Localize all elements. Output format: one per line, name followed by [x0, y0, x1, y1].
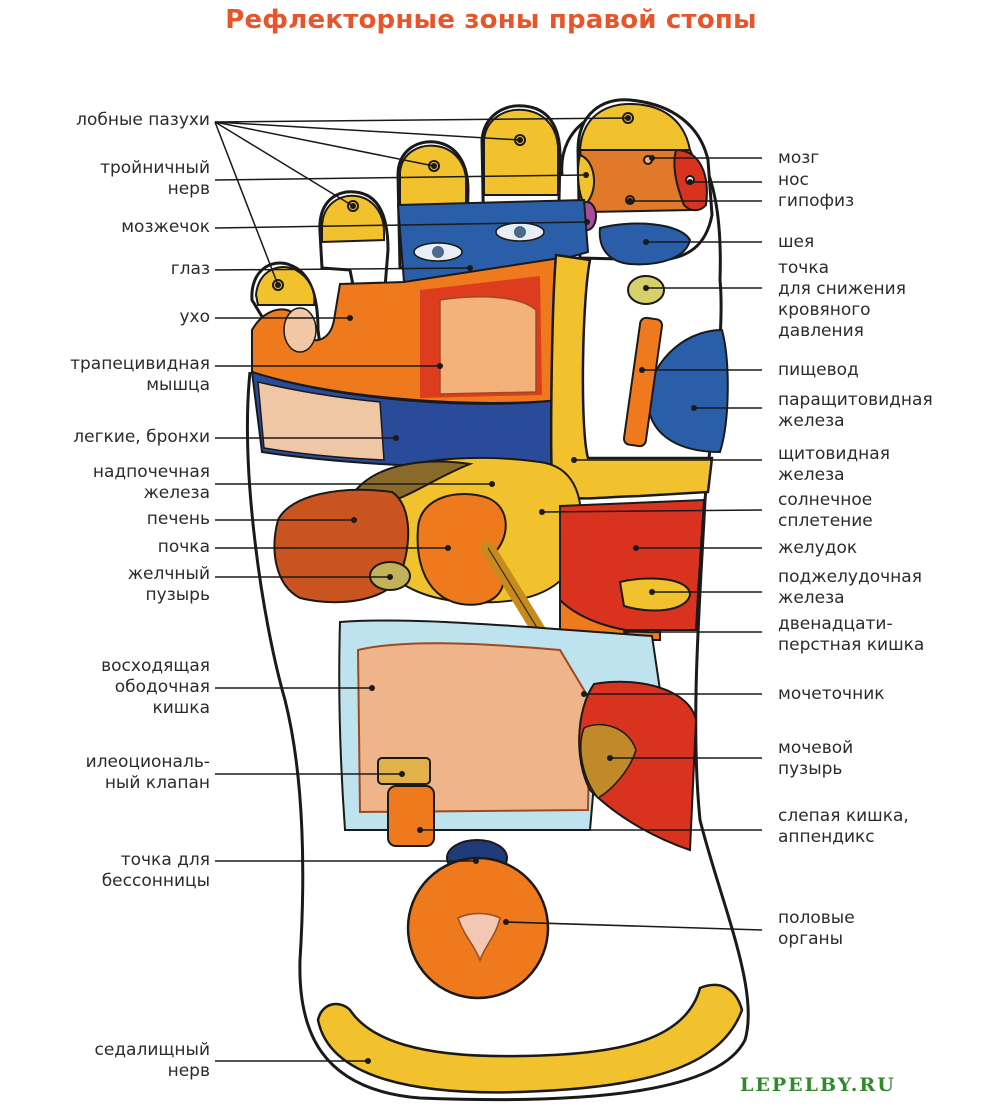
- label-trigeminal-nerve: тройничный нерв: [100, 158, 210, 200]
- label-kidney: почка: [158, 537, 210, 558]
- ileocecal-valve-zone: [378, 758, 430, 784]
- label-bladder: мочевой пузырь: [778, 738, 853, 780]
- site-watermark: LEPELBY.RU: [740, 1074, 896, 1096]
- label-thyroid: щитовидная железа: [778, 444, 890, 486]
- label-solar-plexus: солнечное сплетение: [778, 490, 873, 532]
- label-ureter: мочеточник: [778, 684, 885, 705]
- label-esophagus: пищевод: [778, 360, 859, 381]
- label-neck: шея: [778, 232, 814, 253]
- label-ascending-colon: восходящая ободочная кишка: [101, 656, 210, 719]
- label-genitals: половые органы: [778, 908, 855, 950]
- stomach-zone: [560, 500, 704, 630]
- label-adrenal: надпочечная железа: [93, 462, 210, 504]
- label-cerebellum: мозжечок: [121, 217, 210, 238]
- label-brain: мозг: [778, 148, 819, 169]
- label-frontal-sinuses: лобные пазухи: [76, 110, 210, 131]
- ear-icon: [284, 308, 316, 352]
- label-ear: ухо: [179, 307, 210, 328]
- pancreas-zone: [620, 578, 690, 610]
- label-eye: глаз: [171, 259, 210, 280]
- eye-pupil: [514, 226, 526, 238]
- label-insomnia-point: точка для бессонницы: [102, 850, 210, 892]
- eye-pupil: [432, 246, 444, 258]
- label-pituitary: гипофиз: [778, 191, 854, 212]
- label-appendix: слепая кишка, аппендикс: [778, 806, 909, 848]
- label-blood-pressure-point: точка для снижения кровяного давления: [778, 258, 906, 342]
- label-stomach: желудок: [778, 538, 857, 559]
- label-gallbladder: желчный пузырь: [128, 564, 210, 606]
- label-duodenum: двенадцати- перстная кишка: [778, 614, 924, 656]
- label-trapezius: трапецивидная мышца: [70, 354, 210, 396]
- label-nose: нос: [778, 170, 809, 191]
- label-parathyroid: паращитовидная железа: [778, 390, 933, 432]
- label-sciatic-nerve: седалищный нерв: [95, 1040, 211, 1082]
- label-pancreas: поджелудочная железа: [778, 567, 922, 609]
- label-liver: печень: [147, 509, 210, 530]
- label-ileocecal-valve: илеоциональ- ный клапан: [86, 752, 210, 794]
- appendix-zone: [388, 786, 434, 846]
- label-lungs: легкие, бронхи: [73, 427, 210, 448]
